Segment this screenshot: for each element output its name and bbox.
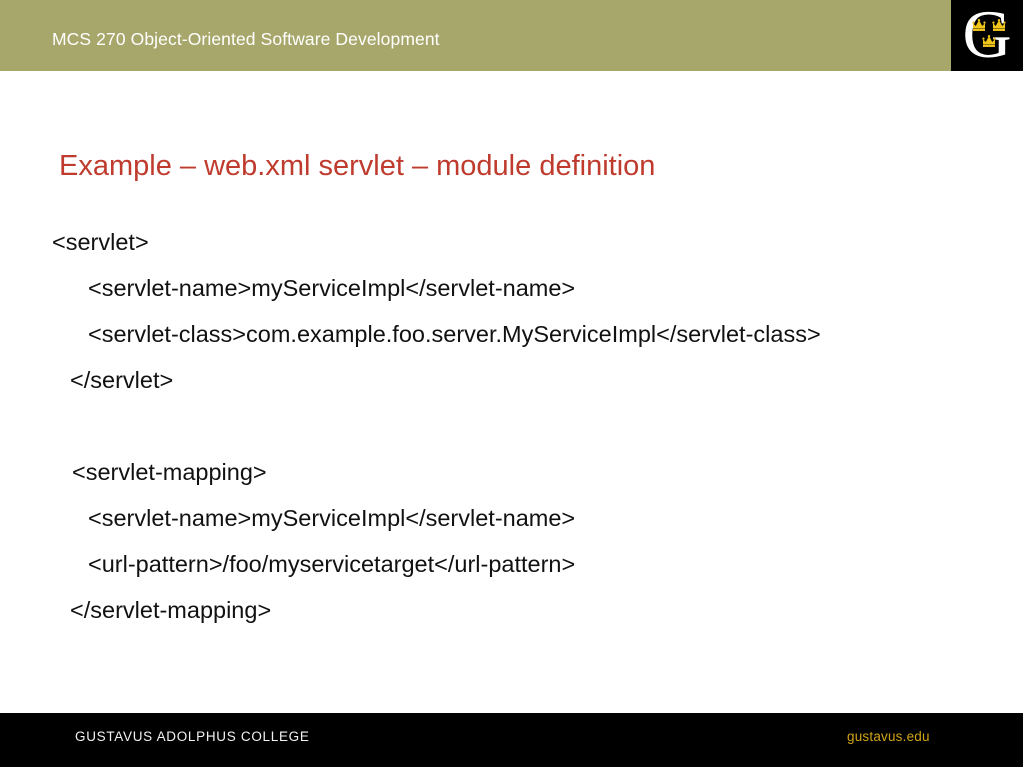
course-title: MCS 270 Object-Oriented Software Develop…	[52, 29, 440, 49]
footer-website-link[interactable]: gustavus.edu	[847, 729, 930, 744]
code-line: <servlet>	[52, 229, 149, 255]
gustavus-logo: G	[951, 0, 1023, 71]
code-line: </servlet>	[70, 367, 174, 393]
header-band	[0, 0, 1023, 71]
code-block: <servlet> <servlet-name>myServiceImpl</s…	[0, 219, 1023, 633]
code-line: </servlet-mapping>	[70, 597, 272, 623]
footer-band	[0, 713, 1023, 767]
slide-title: Example – web.xml servlet – module defin…	[59, 150, 656, 182]
code-line: <url-pattern>/foo/myservicetarget</url-p…	[88, 551, 576, 577]
code-line: <servlet-name>myServiceImpl</servlet-nam…	[88, 505, 576, 531]
code-line: <servlet-mapping>	[72, 459, 267, 485]
code-line: <servlet-class>com.example.foo.server.My…	[88, 321, 821, 347]
code-line-blank	[0, 403, 1023, 449]
logo-letter-g: G	[962, 0, 1012, 71]
code-line: <servlet-name>myServiceImpl</servlet-nam…	[88, 275, 576, 301]
footer-institution: GUSTAVUS ADOLPHUS COLLEGE	[75, 729, 310, 744]
